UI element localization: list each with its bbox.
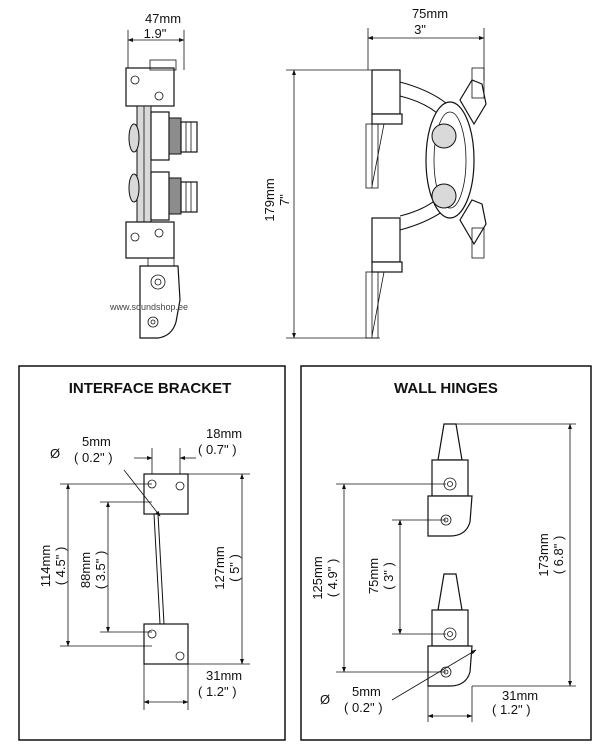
ib-hole-mm: 5mm <box>82 434 111 449</box>
side-view: 47mm 1.9" www.soundshop.ee <box>109 11 198 339</box>
wh-height-total-mm: 173mm <box>536 533 551 576</box>
wh-diameter-symbol: Ø <box>320 692 330 707</box>
ib-hole-in: ( 0.2" ) <box>74 450 113 465</box>
side-width-in: 1.9" <box>144 26 167 41</box>
ib-height-inner-in: ( 3.5" ) <box>93 551 108 590</box>
front-width-mm: 75mm <box>412 6 448 21</box>
wh-height-inner-mm: 75mm <box>366 558 381 594</box>
wh-hole-in: ( 0.2" ) <box>344 700 383 715</box>
wall-hinges-panel: WALL HINGES 125mm ( 4.9" ) 75mm ( 3" ) <box>300 365 592 741</box>
wall-hinges-title: WALL HINGES <box>394 380 498 397</box>
wh-height-total-in: ( 6.8" ) <box>551 536 566 575</box>
wh-height-outer-mm: 125mm <box>310 556 325 599</box>
front-view: 75mm 3" 179mm 7" <box>262 6 487 339</box>
ib-offset-in: ( 0.7" ) <box>198 442 237 457</box>
ib-height-inner-mm: 88mm <box>78 552 93 588</box>
ib-height-total-mm: 127mm <box>212 546 227 589</box>
front-height-in: 7" <box>277 194 292 206</box>
ib-height-total-in: ( 5" ) <box>227 554 242 582</box>
interface-bracket-panel: INTERFACE BRACKET Ø 5mm ( 0.2" ) 18mm ( … <box>18 365 286 741</box>
wh-height-outer-in: ( 4.9" ) <box>325 559 340 598</box>
wh-width-mm: 31mm <box>502 688 538 703</box>
interface-bracket-title: INTERFACE BRACKET <box>69 380 232 397</box>
wh-hole-mm: 5mm <box>352 684 381 699</box>
side-width-mm: 47mm <box>145 11 181 26</box>
ib-width-mm: 31mm <box>206 668 242 683</box>
watermark: www.soundshop.ee <box>109 302 188 312</box>
ib-width-in: ( 1.2" ) <box>198 684 237 699</box>
front-height-mm: 179mm <box>262 178 277 221</box>
ib-height-outer-in: ( 4.5" ) <box>53 547 68 586</box>
ib-height-outer-mm: 114mm <box>38 545 53 587</box>
wh-height-inner-in: ( 3" ) <box>381 562 396 590</box>
front-width-in: 3" <box>414 22 426 37</box>
ib-diameter-symbol: Ø <box>50 446 60 461</box>
ib-offset-mm: 18mm <box>206 426 242 441</box>
wh-width-in: ( 1.2" ) <box>492 702 531 717</box>
